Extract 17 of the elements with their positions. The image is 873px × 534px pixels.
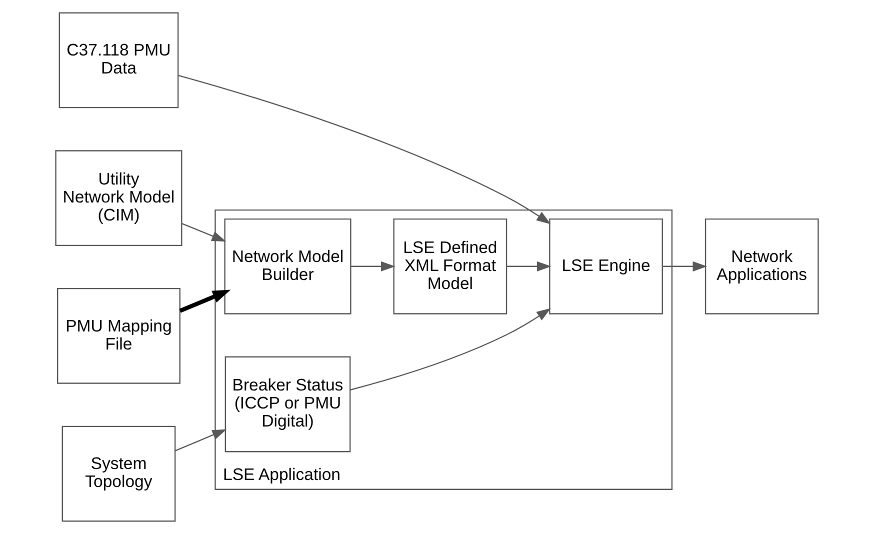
node-box: Network Applications: [704, 218, 818, 314]
node-box: Utility Network Model (CIM): [54, 150, 182, 246]
arrow: [178, 290, 230, 313]
arrow: [662, 261, 707, 272]
arrow: [178, 74, 550, 224]
node-box: C37.118 PMU Data: [58, 12, 178, 108]
node-box: System Topology: [61, 426, 176, 522]
node-box: LSE Defined XML Format Model: [392, 218, 507, 314]
node-box: Breaker Status (ICCP or PMU Digital): [224, 356, 350, 452]
arrow: [350, 261, 395, 272]
arrow: [506, 261, 551, 272]
arrow: [350, 308, 550, 390]
arrow: [174, 429, 226, 452]
node-box: PMU Mapping File: [56, 288, 180, 384]
arrow: [181, 222, 226, 242]
node-box: Network Model Builder: [224, 218, 351, 314]
node-box: LSE Engine: [548, 218, 662, 314]
